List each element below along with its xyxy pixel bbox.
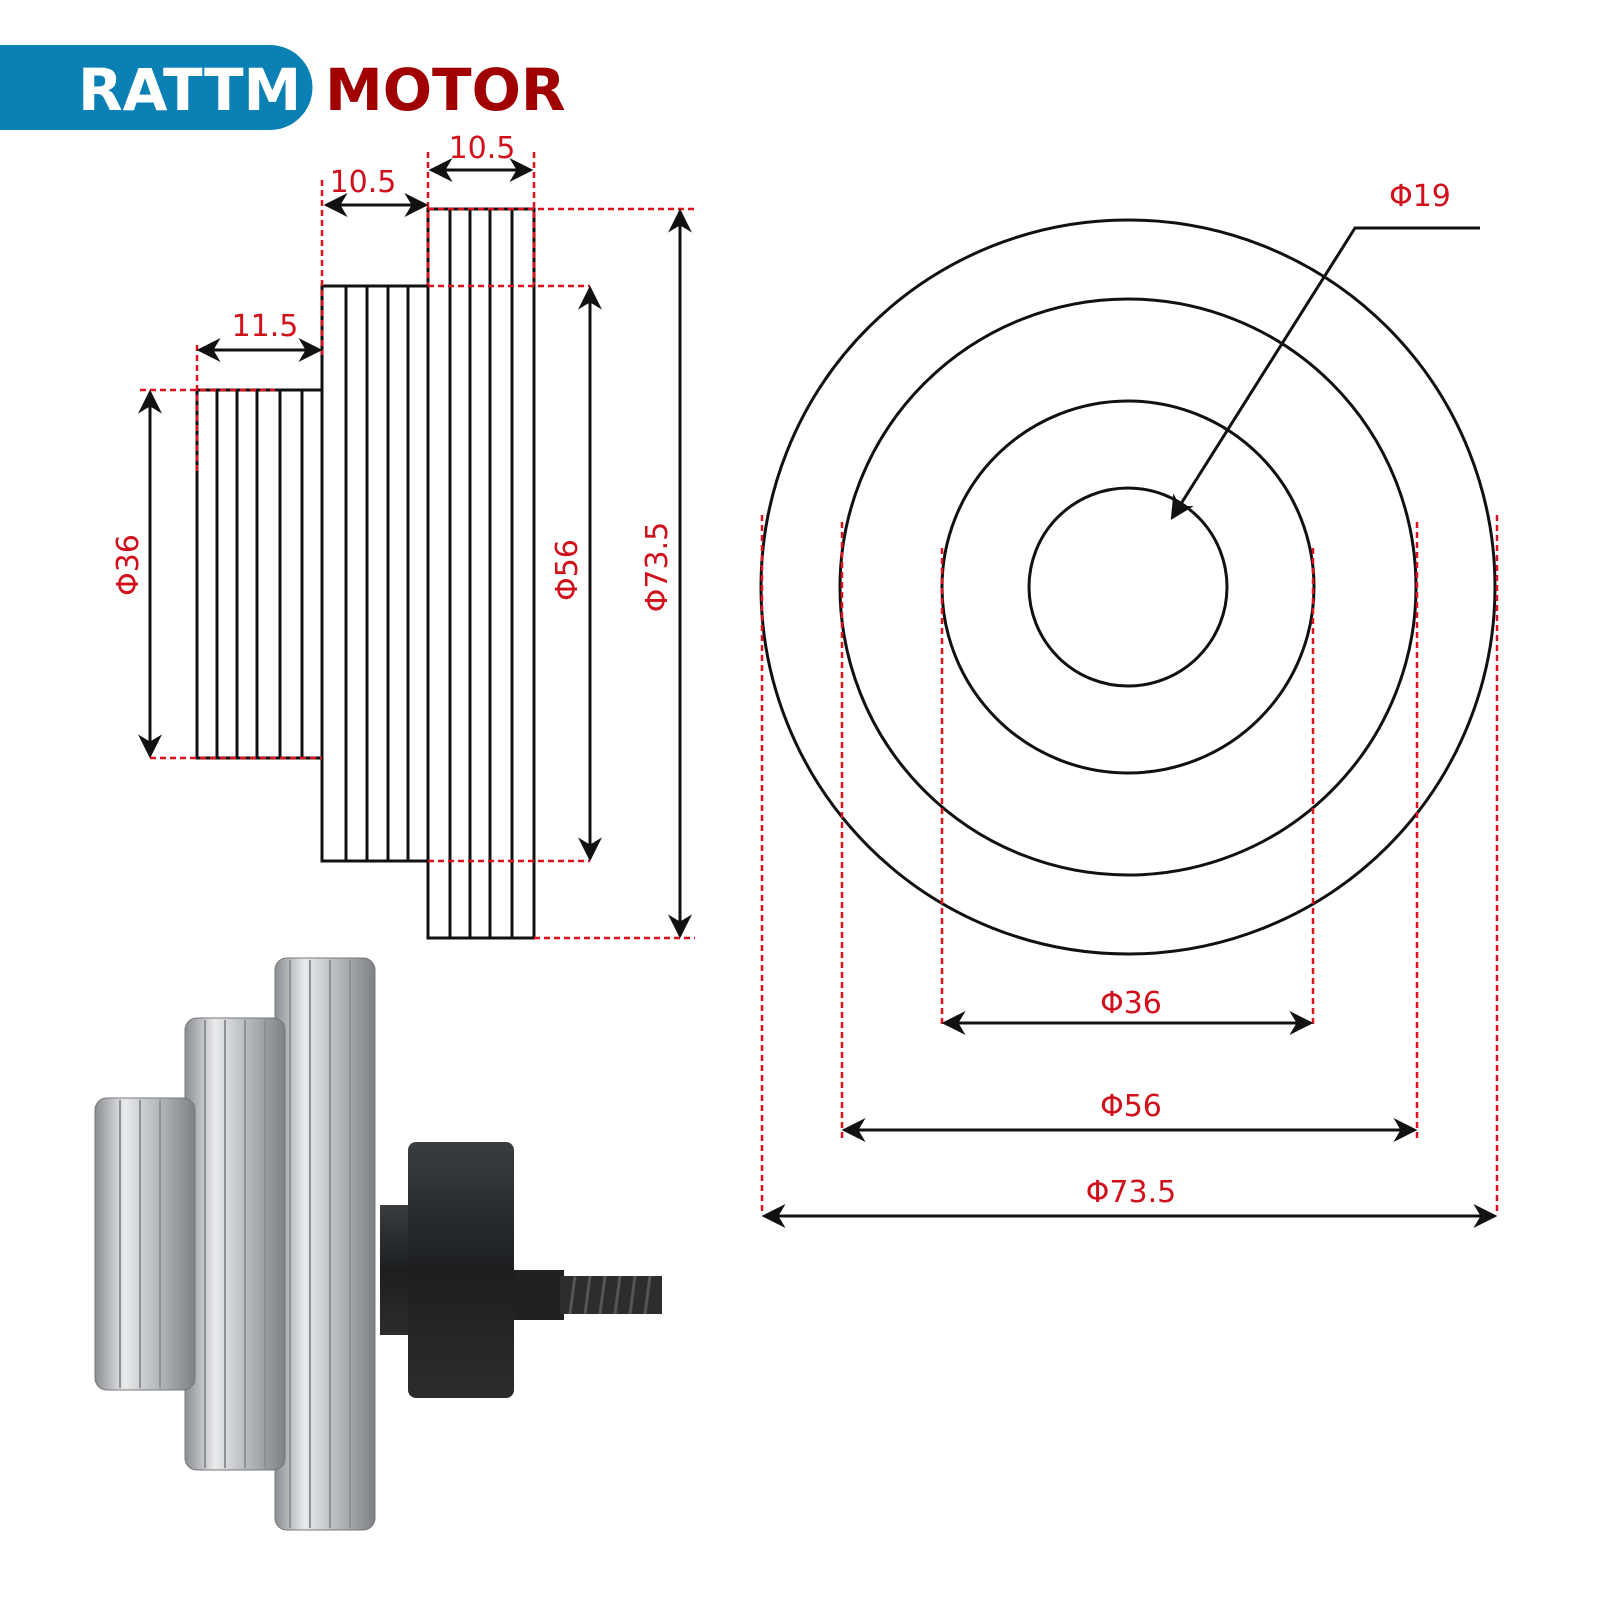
front-view: Φ19 Φ36 Φ56 Φ73.5 (759, 179, 1499, 1228)
dia-large-label: Φ73.5 (640, 522, 675, 612)
brand-logo: RATTM MOTOR (0, 45, 566, 130)
front-extension-lines (760, 515, 1499, 1215)
logo-brand-text: RATTM (78, 56, 301, 124)
logo-badge (0, 45, 313, 130)
length-large-label: 10.5 (449, 131, 516, 166)
side-view: 11.5 10.5 10.5 Φ36 Φ56 Φ73.5 (111, 131, 695, 940)
product-photo (94, 957, 662, 1531)
concentric-circles (759, 218, 1497, 956)
dia-36-label: Φ36 (1100, 986, 1162, 1021)
front-dimension-arrows (761, 226, 1498, 1228)
length-middle-label: 10.5 (330, 165, 397, 200)
length-small-label: 11.5 (232, 309, 299, 344)
dimension-arrows (138, 158, 692, 939)
dia-middle-label: Φ56 (550, 539, 585, 601)
dia-56-label: Φ56 (1100, 1089, 1162, 1124)
logo-word-text: MOTOR (325, 56, 566, 124)
dia-73-label: Φ73.5 (1086, 1175, 1176, 1210)
dia-small-label: Φ36 (111, 534, 146, 596)
pulley-profile (195, 207, 536, 940)
extension-lines (140, 152, 695, 940)
bore-label: Φ19 (1389, 179, 1451, 214)
